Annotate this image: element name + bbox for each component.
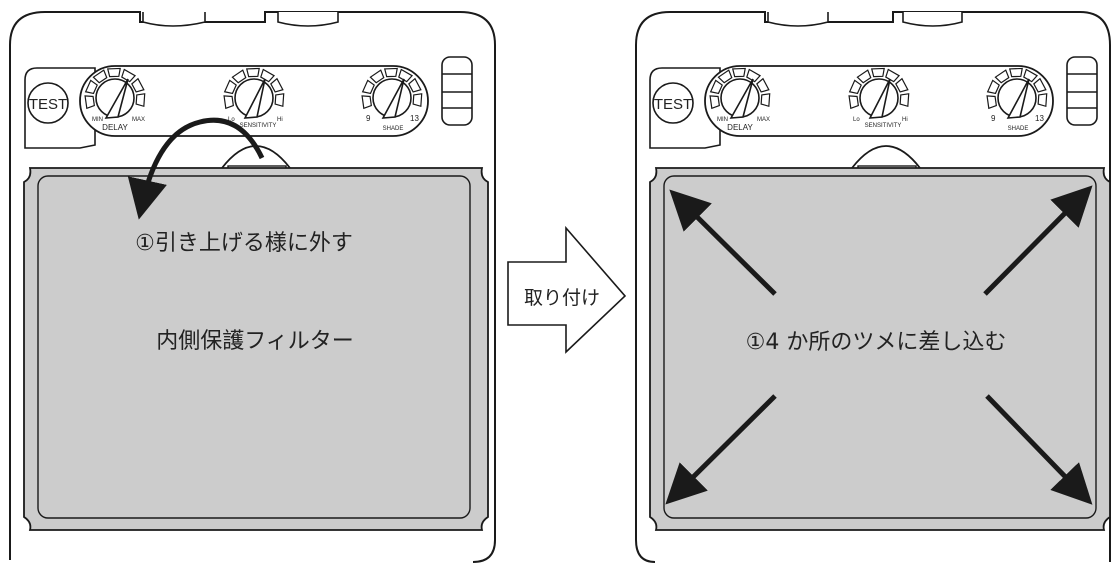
shade-max-label: 13	[1035, 114, 1044, 123]
dial-tick-segment	[1037, 93, 1048, 108]
delay-dial-ticks	[709, 67, 771, 110]
test-label: TEST	[654, 96, 692, 113]
dial-tick-segment	[899, 93, 910, 108]
dial-tick-segment	[760, 93, 771, 108]
shade-name-label: SHADE	[383, 126, 404, 132]
sensitivity-name-label: SENSITIVITY	[865, 123, 902, 129]
shade-dial[interactable]: 9 SHADE 13	[361, 67, 423, 132]
test-label: TEST	[29, 96, 67, 113]
side-switch[interactable]	[441, 56, 473, 126]
sensitivity-name-label: SENSITIVITY	[240, 123, 277, 129]
dial-tick-segment	[709, 95, 720, 110]
delay-name-label: DELAY	[102, 123, 128, 132]
dial-pointer-icon	[243, 78, 266, 119]
dial-tick-segment	[361, 95, 372, 110]
arrow-top-right-icon	[983, 185, 1093, 296]
dial-tick-segment	[274, 93, 285, 108]
filter-inner-frame	[37, 175, 471, 519]
dial-tick-segment	[848, 79, 862, 95]
dial-tick-segment	[84, 79, 98, 95]
dial-tick-segment	[1033, 77, 1047, 93]
dial-tick-segment	[986, 79, 1000, 95]
arrow-bottom-right-icon	[985, 394, 1093, 505]
sensitivity-max-label: Hi	[902, 117, 908, 123]
sensitivity-dial-ticks	[848, 67, 910, 110]
shade-max-label: 13	[410, 114, 419, 123]
sensitivity-dial[interactable]: Lo SENSITIVITY Hi	[848, 67, 910, 129]
delay-max-label: MAX	[132, 117, 145, 123]
dial-tick-segment	[361, 79, 375, 95]
dial-tick-segment	[231, 69, 247, 84]
filter-inner-frame	[663, 175, 1097, 519]
filter-pull-tab[interactable]	[851, 145, 921, 169]
delay-max-label: MAX	[757, 117, 770, 123]
sensitivity-max-label: Hi	[277, 117, 283, 123]
delay-min-label: MIN	[92, 117, 103, 123]
filter-label: 内側保護フィルター	[156, 329, 354, 354]
right-panel: TEST MIN DELAY MAX Lo SENSITIVITY Hi 9 S…	[635, 11, 1111, 563]
arrow-bottom-left-icon	[665, 394, 777, 505]
dial-pointer-icon	[1006, 78, 1030, 119]
dial-tick-segment	[885, 68, 901, 83]
dial-tick-segment	[848, 95, 859, 110]
top-tab-left	[767, 12, 829, 27]
dial-tick-segment	[135, 93, 146, 108]
dial-tick-segment	[709, 79, 723, 95]
dial-tick-segment	[92, 69, 108, 84]
delay-dial-ticks	[84, 67, 146, 110]
shade-min-label: 9	[366, 114, 371, 123]
delay-dial[interactable]: MIN DELAY MAX	[709, 67, 771, 132]
direction-arrow-icon	[507, 225, 627, 354]
dial-tick-segment	[106, 67, 121, 78]
shade-dial-ticks	[986, 67, 1048, 110]
dial-tick-segment	[895, 77, 909, 93]
dial-tick-segment	[994, 69, 1010, 84]
dial-tick-segment	[408, 77, 422, 93]
left-instruction: ①引き上げる様に外す	[135, 231, 353, 256]
top-tab-right	[902, 12, 963, 27]
dial-tick-segment	[131, 77, 145, 93]
shade-name-label: SHADE	[1008, 126, 1029, 132]
dial-tick-segment	[412, 93, 423, 108]
delay-min-label: MIN	[717, 117, 728, 123]
dial-tick-segment	[717, 69, 733, 84]
left-panel: TEST MIN DELAY MAX Lo SENSITIVITY Hi 9 S…	[9, 11, 496, 563]
sensitivity-dial[interactable]: Lo SENSITIVITY Hi	[223, 67, 285, 129]
dial-pointer-icon	[104, 78, 129, 119]
dial-tick-segment	[369, 69, 385, 84]
lift-arrow-icon	[127, 117, 265, 220]
dial-tick-segment	[1008, 67, 1023, 78]
test-button[interactable]: TEST	[27, 82, 69, 124]
dial-tick-segment	[260, 68, 276, 83]
shade-dial[interactable]: 9 SHADE 13	[986, 67, 1048, 132]
right-instruction: ①4 か所のツメに差し込む	[746, 330, 1007, 355]
dial-pointer-icon	[868, 78, 891, 119]
delay-dial[interactable]: MIN DELAY MAX	[84, 67, 146, 132]
dial-tick-segment	[223, 95, 234, 110]
dial-tick-segment	[383, 67, 398, 78]
dial-tick-segment	[245, 67, 260, 78]
delay-name-label: DELAY	[727, 123, 753, 132]
dial-tick-segment	[986, 95, 997, 110]
test-button[interactable]: TEST	[652, 82, 694, 124]
dial-tick-segment	[270, 77, 284, 93]
dial-tick-segment	[856, 69, 872, 84]
dial-tick-segment	[756, 77, 770, 93]
direction-arrow: 取り付け	[507, 225, 627, 354]
dial-pointer-icon	[381, 78, 405, 119]
shade-min-label: 9	[991, 114, 996, 123]
sensitivity-dial-ticks	[223, 67, 285, 110]
sensitivity-min-label: Lo	[853, 117, 860, 123]
arrow-top-left-icon	[669, 189, 777, 296]
arrow-label: 取り付け	[524, 287, 600, 309]
dial-tick-segment	[223, 79, 237, 95]
dial-tick-segment	[731, 67, 746, 78]
top-tab-right	[277, 12, 339, 27]
side-switch[interactable]	[1066, 56, 1098, 126]
dial-pointer-icon	[729, 78, 754, 119]
dial-tick-segment	[870, 67, 885, 78]
dial-tick-segment	[84, 95, 95, 110]
top-tab-left	[142, 12, 206, 27]
sensitivity-min-label: Lo	[228, 117, 235, 123]
